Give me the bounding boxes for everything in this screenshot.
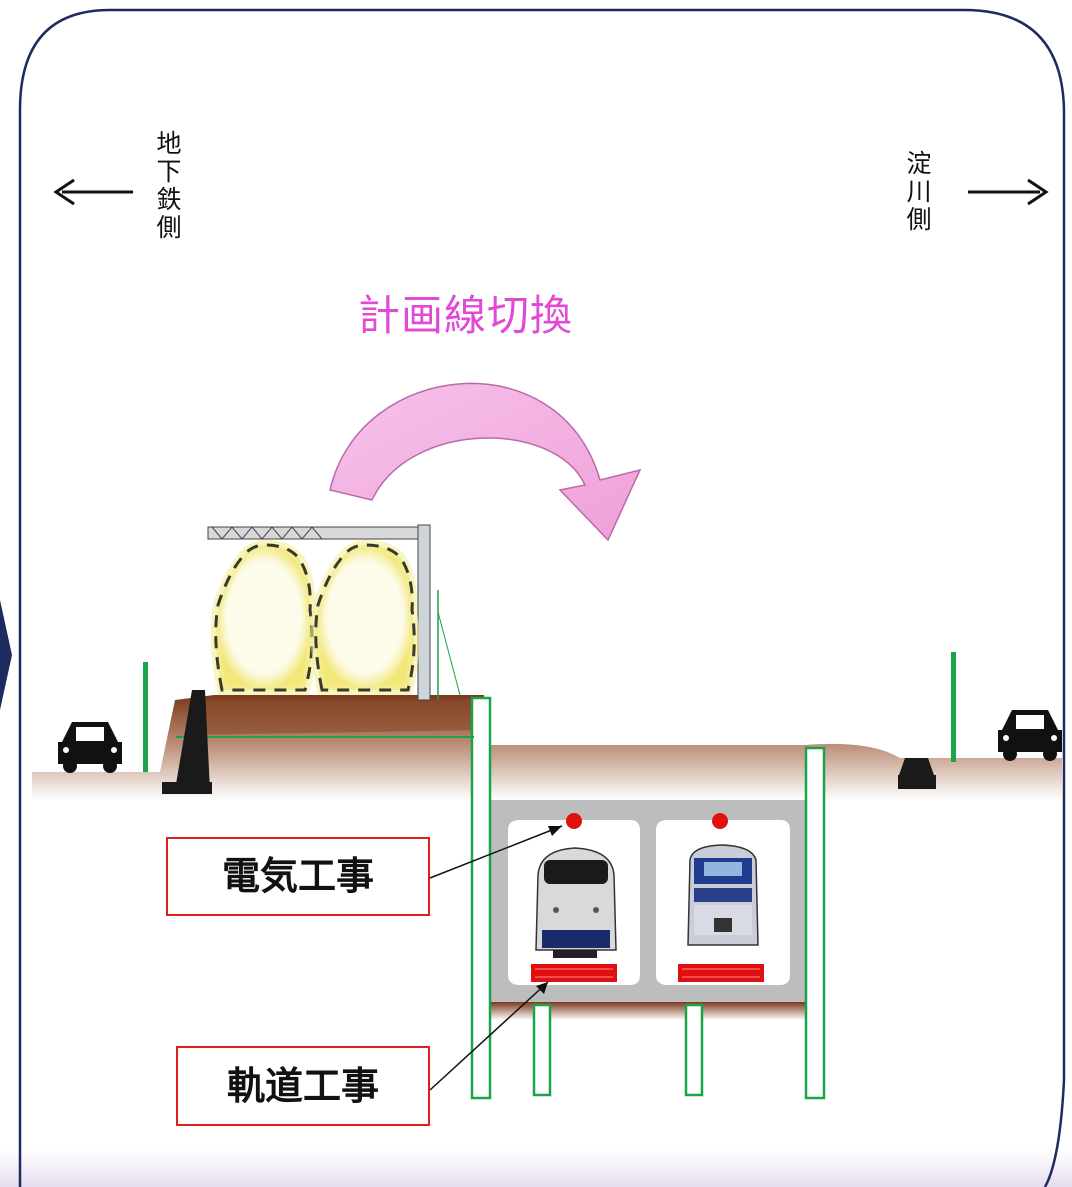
train-icon <box>687 844 759 946</box>
fence-right <box>951 652 956 762</box>
catenary-marker <box>712 813 728 829</box>
track-slab <box>531 964 617 982</box>
support-piles <box>470 696 826 1100</box>
old-track-outline <box>210 539 420 695</box>
frame-border <box>18 8 1066 1187</box>
leader-electric <box>429 825 563 879</box>
direction-label-left: 地下鉄側 <box>153 130 182 242</box>
right-arrow-icon <box>968 178 1049 206</box>
car-icon <box>58 722 122 773</box>
leader-track <box>429 981 549 1091</box>
retaining-wall-left <box>175 690 210 790</box>
tunnel-bed <box>488 1002 806 1020</box>
curved-arrow-icon <box>329 382 642 542</box>
overhead-gantry <box>207 524 461 701</box>
diagram-title: 計画線切換 <box>358 291 574 340</box>
callout-track-work: 軌道工事 <box>176 1046 430 1126</box>
train-icon <box>535 847 617 958</box>
track-slab <box>678 964 764 982</box>
callout-electric-work: 電気工事 <box>166 837 430 916</box>
bottom-band <box>0 1150 1072 1187</box>
left-arrow-icon <box>53 178 133 206</box>
fence-left <box>143 662 148 772</box>
catenary-marker <box>566 813 582 829</box>
direction-label-right: 淀川側 <box>903 150 932 234</box>
car-icon <box>998 710 1062 761</box>
edge-tab <box>0 600 12 710</box>
